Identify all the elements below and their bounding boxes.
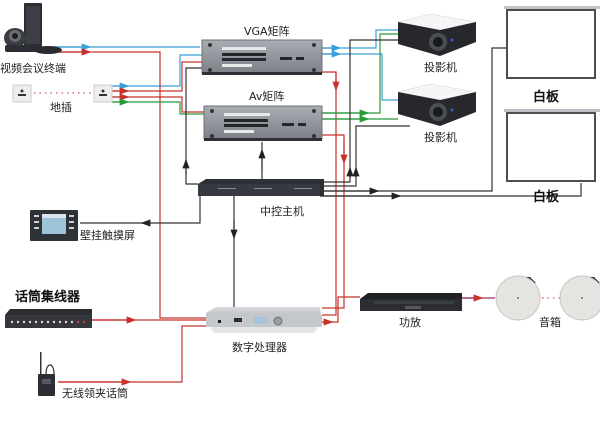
line-socket-video — [112, 101, 206, 115]
dotted-links — [34, 92, 565, 299]
vga-matrix-device[interactable] — [201, 39, 323, 75]
central-controller-device[interactable] — [198, 179, 324, 196]
label-mic-hub: 话筒集线器 — [15, 290, 81, 305]
dsp-device[interactable] — [206, 307, 322, 333]
label-touch-screen: 壁挂触摸屏 — [80, 229, 135, 242]
line-socket-audio-2 — [112, 96, 206, 113]
line-vga-to-projector-1 — [322, 29, 398, 49]
label-wireless-mic: 无线领夹话筒 — [62, 387, 128, 400]
line-wireless-to-dsp — [58, 325, 206, 383]
label-amplifier: 功放 — [399, 316, 421, 329]
label-floor-socket: 地插 — [50, 101, 72, 114]
audio-lines — [45, 48, 495, 386]
whiteboard-2[interactable] — [504, 109, 600, 182]
floor-socket-2[interactable] — [93, 84, 113, 103]
projector-2[interactable] — [398, 84, 476, 126]
line-ctrl-to-whiteboard-1 — [320, 47, 506, 192]
label-speakers: 音箱 — [539, 316, 561, 329]
line-socket-to-vga — [112, 54, 204, 87]
line-ctrl-to-projector-1 — [320, 39, 398, 183]
wireless-mic-device[interactable] — [38, 352, 55, 396]
mic-hub-device[interactable] — [5, 309, 92, 328]
line-vga-to-projector-2 — [322, 53, 398, 101]
speaker-1[interactable] — [495, 275, 541, 321]
line-socket-audio-1 — [112, 61, 204, 92]
vga-lines — [45, 29, 398, 101]
label-dsp: 数字处理器 — [232, 341, 287, 354]
label-whiteboard-2: 白板 — [533, 190, 560, 205]
whiteboard-1[interactable] — [504, 6, 600, 79]
line-ctrl-to-vga — [185, 67, 204, 185]
av-matrix-device[interactable] — [203, 105, 323, 141]
label-central-controller: 中控主机 — [260, 205, 304, 218]
floor-socket-1[interactable] — [12, 84, 32, 103]
line-ctrl-to-projector-2 — [320, 125, 410, 187]
line-ctrl-to-touchscreen — [80, 196, 201, 224]
video-conference-terminal[interactable] — [4, 3, 62, 54]
label-whiteboard-1: 白板 — [533, 90, 560, 105]
control-lines — [80, 39, 582, 308]
speaker-2[interactable] — [559, 275, 600, 321]
line-av-to-projector-1 — [322, 33, 398, 114]
line-ctrl-to-whiteboard-2 — [320, 183, 582, 197]
label-av-matrix: Av矩阵 — [249, 90, 285, 103]
video-lines — [112, 33, 398, 123]
wall-touch-screen[interactable] — [30, 210, 78, 241]
line-terminal-audio — [45, 51, 206, 319]
line-vga-audio-down — [322, 71, 337, 316]
projector-1[interactable] — [398, 14, 476, 56]
line-av-audio-down — [322, 134, 345, 309]
label-projector-2: 投影机 — [424, 131, 457, 144]
amplifier-device[interactable] — [360, 293, 462, 311]
label-vga-matrix: VGA矩阵 — [244, 25, 290, 38]
line-dsp-to-amp — [320, 296, 360, 323]
label-video-terminal: 视频会议终端 — [0, 62, 66, 75]
label-projector-1: 投影机 — [424, 61, 457, 74]
